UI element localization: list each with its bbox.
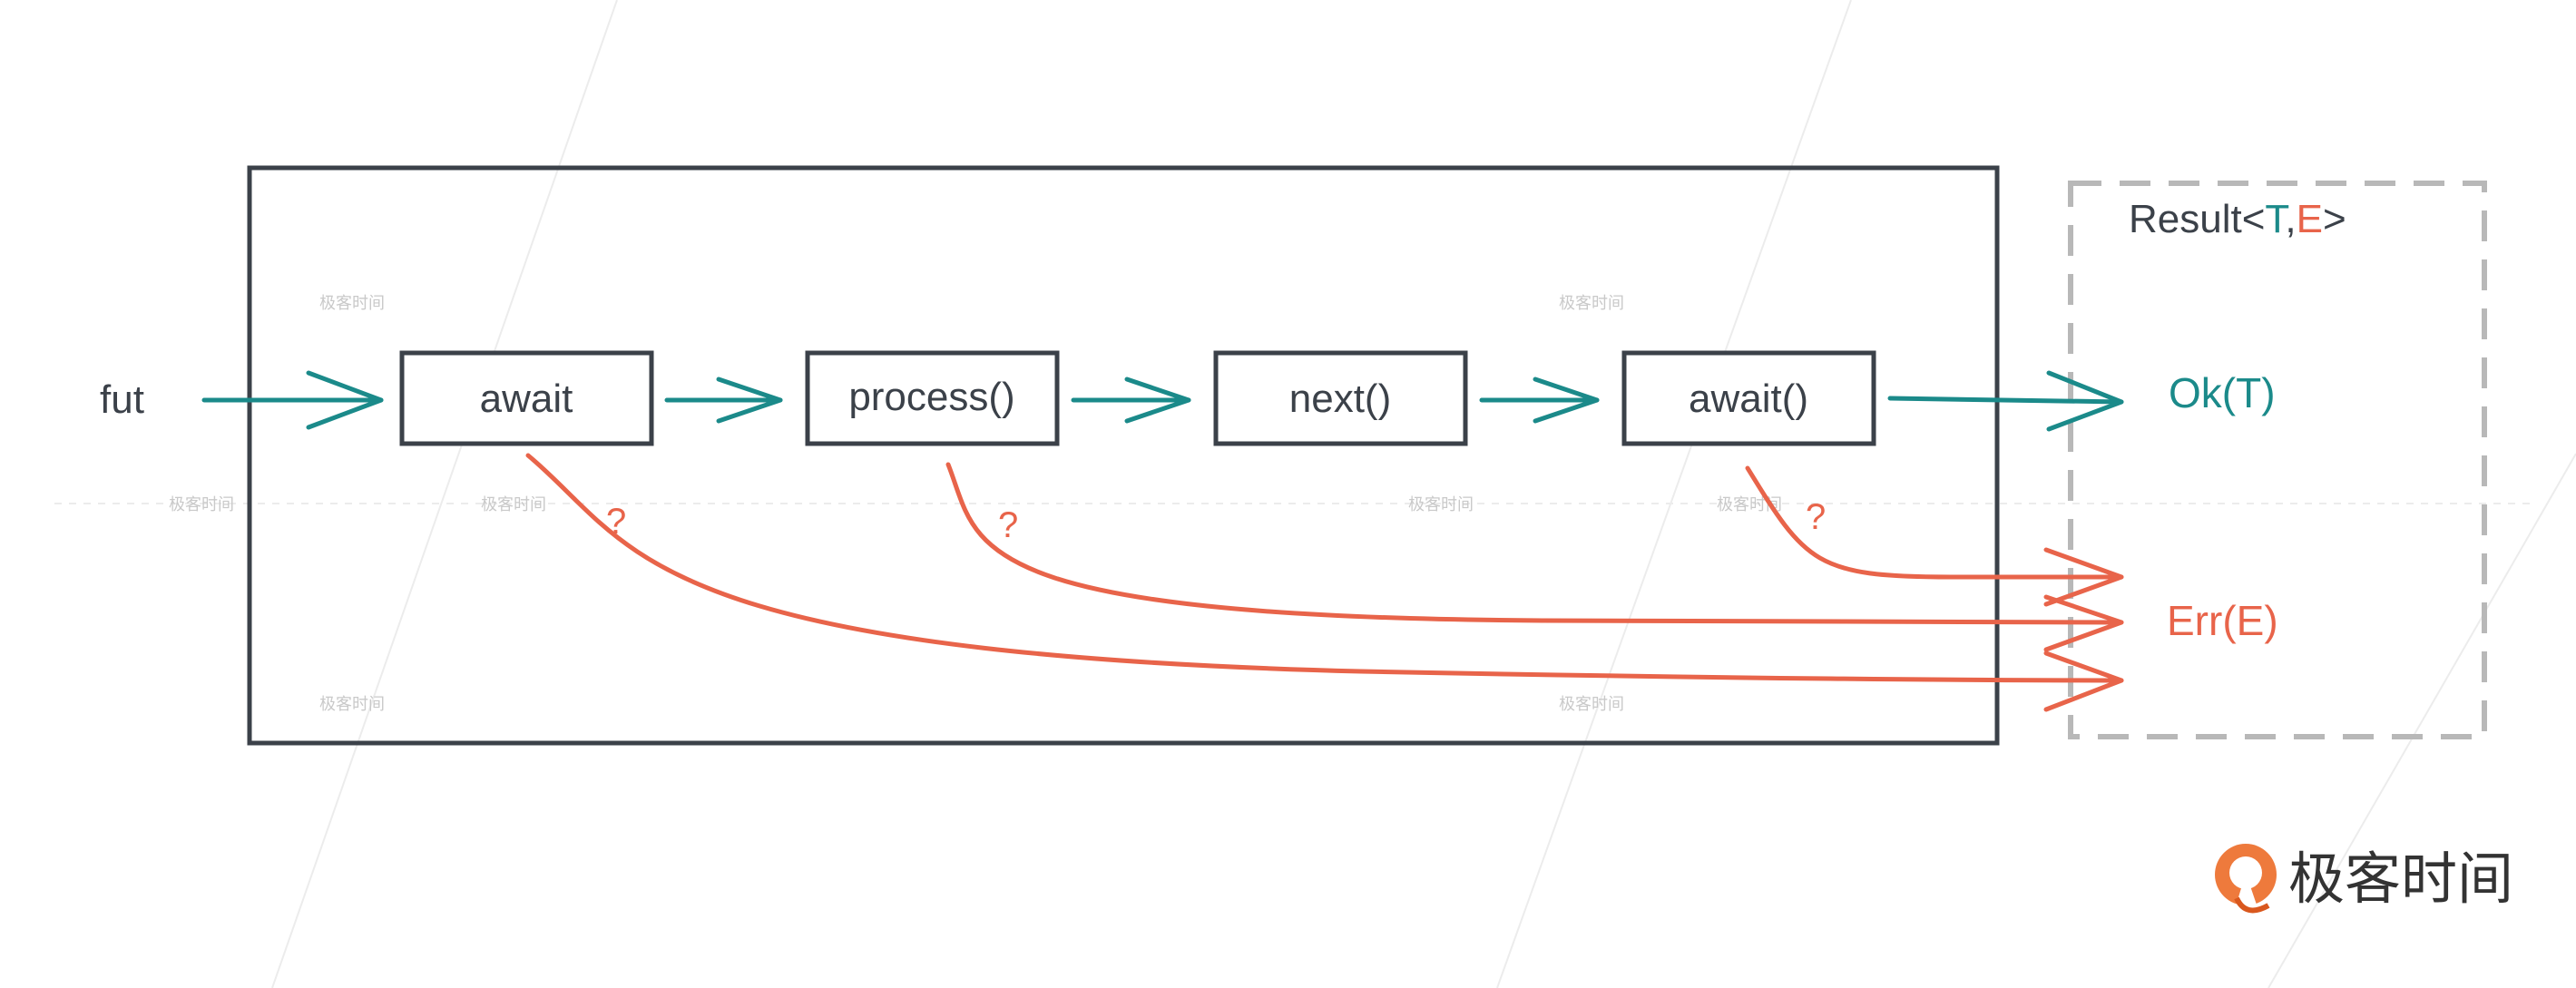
brand-name: 极客时间 (2288, 846, 2513, 912)
question-mark: ? (998, 505, 1018, 545)
watermark: 极客时间 (319, 695, 385, 713)
step-boxes (399, 350, 1876, 446)
watermark: 极客时间 (1559, 695, 1624, 713)
err-label: Err(E) (2167, 597, 2278, 644)
arrow-head (716, 377, 783, 424)
error-path-process (945, 462, 2124, 625)
arrow-await-to-ok (1887, 396, 2124, 405)
arrow-head (2043, 594, 2124, 652)
ok-label: Ok(T) (2169, 369, 2276, 416)
error-path-await (525, 453, 2124, 683)
step-box-await (399, 350, 654, 446)
result-comma: , (2285, 197, 2296, 241)
arrow-head (2043, 547, 2124, 607)
result-prefix: Result< (2129, 197, 2265, 241)
error-path-await-call (1745, 465, 2124, 580)
result-t: T (2265, 197, 2288, 241)
question-mark: ? (606, 502, 626, 542)
result-box (2068, 181, 2487, 739)
step-label: await (480, 377, 573, 421)
watermark: 极客时间 (481, 495, 546, 514)
arrow-head (1533, 377, 1600, 424)
watermark: 极客时间 (319, 294, 385, 312)
step-label: process() (848, 375, 1014, 419)
step-label: next() (1289, 377, 1391, 421)
input-label: fut (100, 377, 144, 422)
step-label: await() (1689, 377, 1808, 421)
result-type-label: Result<T,E> (2129, 197, 2346, 241)
background-lines (54, 0, 2576, 988)
step-box-process (805, 350, 1060, 446)
brand-icon (2215, 844, 2277, 914)
arrow-head (306, 370, 384, 430)
question-mark: ? (1806, 497, 1826, 537)
arrow-head (2046, 370, 2124, 432)
step-box-await-call (1621, 350, 1876, 446)
result-e: E (2297, 197, 2323, 241)
ok-arrows (201, 370, 2124, 432)
step-box-next (1213, 350, 1468, 446)
watermark: 极客时间 (1559, 294, 1624, 312)
result-suffix: > (2323, 197, 2346, 241)
arrow-head (2043, 651, 2124, 712)
watermark: 极客时间 (169, 495, 234, 514)
brand-logo: 极客时间 (2215, 844, 2513, 914)
watermark: 极客时间 (1408, 495, 1474, 514)
arrow-head (1124, 377, 1191, 424)
pipeline-container (247, 165, 2000, 746)
err-arrows (525, 453, 2124, 712)
